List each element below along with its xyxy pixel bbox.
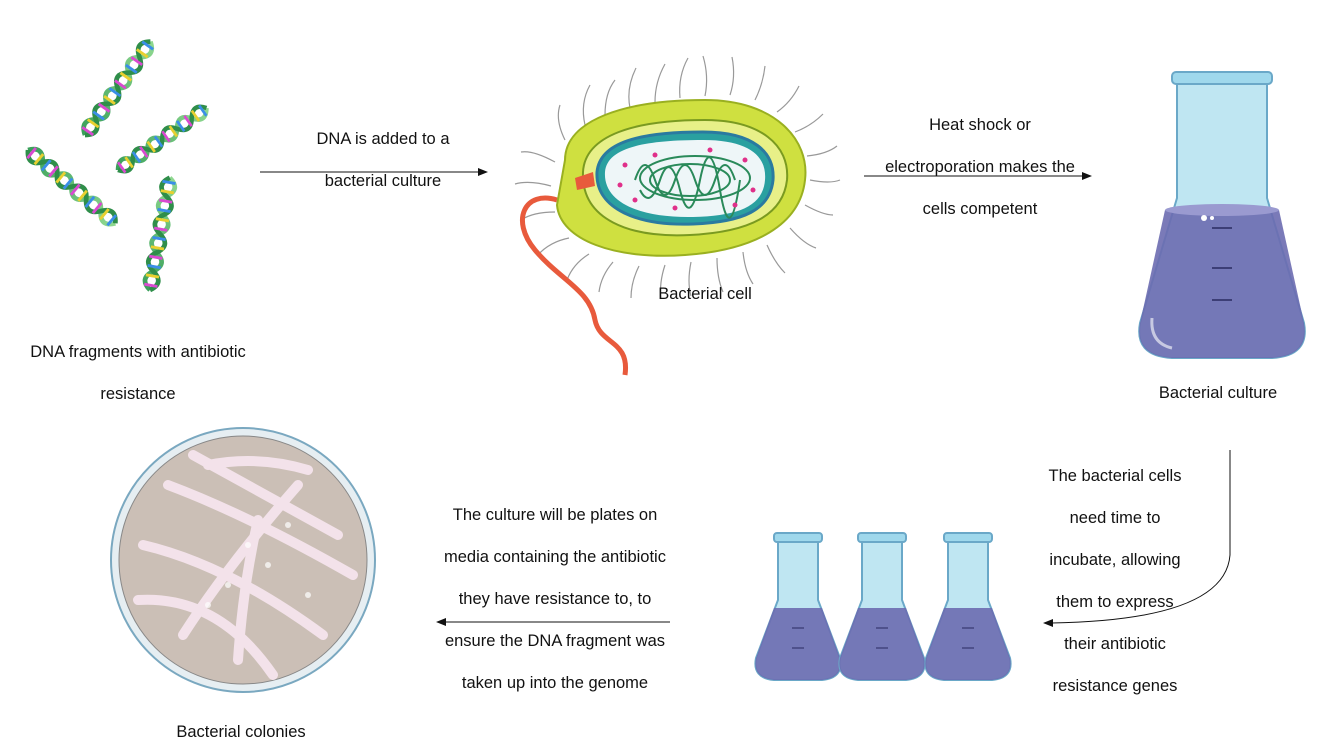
flagellum — [519, 195, 629, 376]
label-bacterial-culture: Bacterial culture — [1158, 384, 1278, 402]
dna-helix-4 — [143, 177, 176, 292]
flask-small-3 — [924, 532, 1012, 681]
dna-helix-2 — [114, 103, 210, 175]
flask-small-1 — [754, 532, 842, 681]
arrow-to-plate — [436, 618, 670, 626]
flask-small-2 — [838, 532, 926, 681]
petri-dish-illustration — [110, 427, 376, 693]
label-bacterial-colonies: Bacterial colonies — [176, 723, 306, 741]
label-dna-fragments: DNA fragments with antibiotic resistance — [30, 343, 246, 403]
label-bacterial-cell: Bacterial cell — [658, 285, 752, 303]
step-add-dna-text: DNA is added to a bacterial culture — [316, 130, 450, 190]
arrow-dna-to-cell — [260, 168, 488, 176]
step-competence-text: Heat shock or electroporation makes the … — [885, 116, 1075, 218]
bacterial-cell-illustration — [514, 55, 841, 376]
arrow-cell-to-culture — [864, 172, 1092, 180]
arrow-culture-to-incubation — [1043, 450, 1231, 627]
step-incubate-text: The bacterial cells need time to incubat… — [1048, 467, 1182, 695]
dna-helix-1 — [80, 38, 156, 139]
step-plating-text: The culture will be plates on media cont… — [444, 506, 666, 692]
dna-helix-3 — [24, 145, 120, 228]
flask-large-illustration — [1138, 71, 1306, 359]
